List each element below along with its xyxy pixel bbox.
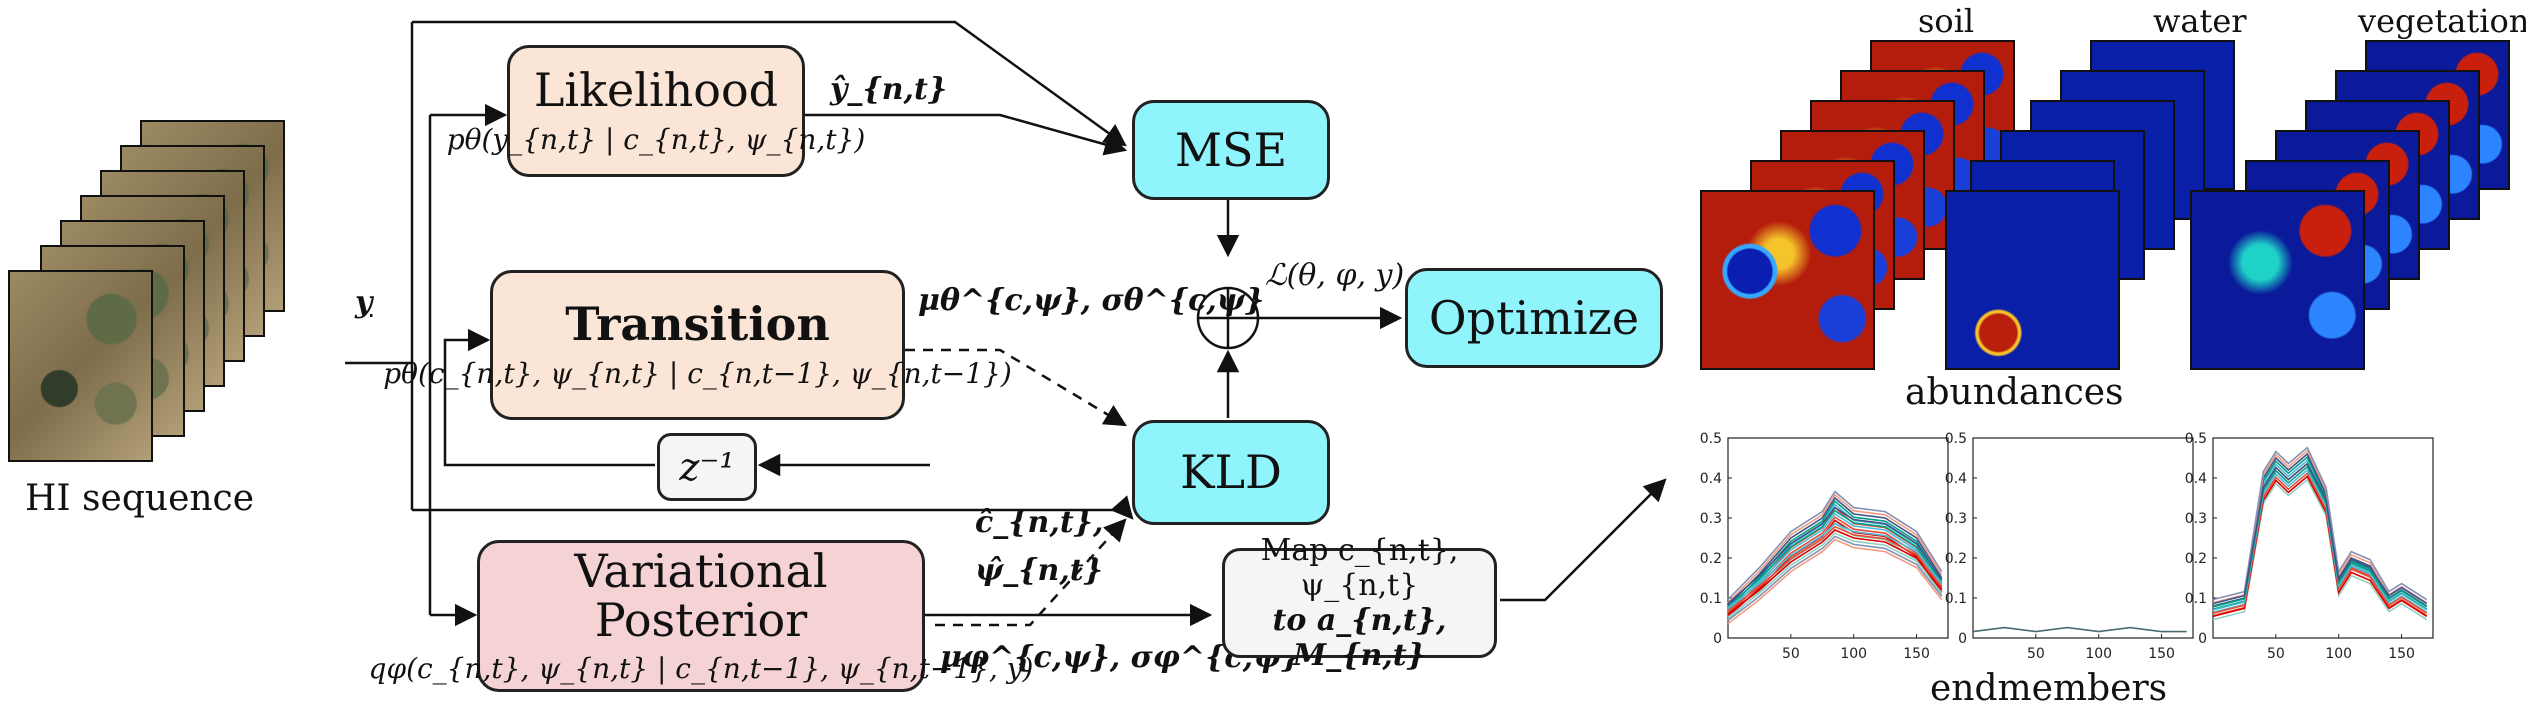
endmember-plot-water: 0 0.1 0.2 0.3 0.4 0.5 50 100 150	[1945, 431, 2194, 662]
spectrum-line	[1727, 512, 1943, 611]
spectrum-line	[1727, 509, 1943, 608]
spectrum-line	[1727, 490, 1943, 601]
transition-title: Transition	[565, 297, 830, 352]
abundance-frame	[2190, 190, 2365, 370]
posterior-equation: qφ(c_{n,t}, ψ_{n,t} | c_{n,t−1}, ψ_{n,t−…	[368, 651, 1034, 685]
y-tick-label: 0.4	[1945, 471, 1967, 487]
vegetation-label: vegetation	[2358, 2, 2526, 40]
mse-label: MSE	[1174, 122, 1288, 177]
delay-label: z⁻¹	[679, 445, 735, 489]
posterior-to-kld-dashed	[935, 518, 1127, 627]
abundance-frame	[1945, 190, 2120, 370]
hi-sequence-label: HI sequence	[25, 478, 255, 519]
y-hat-label: ŷ_{n,t}	[830, 72, 948, 107]
x-tick-label: 100	[2085, 646, 2112, 662]
abundances-label: abundances	[1905, 372, 2124, 413]
spectrum-line	[1727, 525, 1943, 612]
x-tick-label: 100	[1840, 646, 1867, 662]
water-label: water	[2153, 2, 2247, 40]
y-tick-label: 0.4	[2185, 471, 2207, 487]
spectrum-line	[2212, 462, 2428, 605]
y-tick-label: 0.5	[1945, 431, 1967, 447]
likelihood-title: Likelihood	[533, 63, 779, 118]
posterior-title: Variational Posterior	[574, 544, 828, 647]
posterior-box: Variational Posterior qφ(c_{n,t}, ψ_{n,t…	[369, 540, 1033, 692]
loss-label: ℒ(θ, φ, y)	[1265, 258, 1405, 293]
y-to-mse-wire	[412, 20, 1127, 147]
hi-frame	[8, 270, 153, 462]
transition-to-kld-dashed	[905, 348, 1127, 427]
x-tick-label: 100	[2325, 646, 2352, 662]
x-tick-label: 50	[1782, 646, 1800, 662]
y-input-label: y	[355, 285, 373, 320]
x-tick-label: 50	[2267, 646, 2285, 662]
spectrum-line	[1727, 532, 1943, 618]
optimize-label: Optimize	[1428, 290, 1640, 345]
sum-node-cross	[1198, 288, 1258, 348]
y-tick-label: 0.5	[2185, 431, 2207, 447]
delay-box: z⁻¹	[657, 433, 757, 501]
y-tick-label: 0.4	[1700, 471, 1722, 487]
spectrum-line	[2212, 446, 2428, 601]
map-box: Map c_{n,t}, ψ_{n,t} to a_{n,t}, M_{n,t}	[1222, 533, 1497, 673]
y-tick-label: 0	[2198, 631, 2207, 647]
kld-box: KLD	[1132, 420, 1330, 525]
transition-params-label: μθ^{c,ψ}, σθ^{c,ψ}	[918, 283, 1265, 318]
c-hat-label: ĉ_{n,t},	[975, 505, 1104, 540]
kld-label: KLD	[1180, 445, 1282, 500]
endmembers-label: endmembers	[1930, 668, 2168, 706]
likelihood-to-mse-wire	[805, 113, 1128, 156]
delay-to-transition-wire	[443, 328, 655, 467]
soil-label: soil	[1918, 2, 1975, 40]
spectrum-line	[1727, 493, 1943, 604]
plot-frame	[1972, 437, 2194, 639]
psi-hat-label: ψ̂_{n,t}	[975, 553, 1103, 588]
y-to-kld-bypass	[412, 495, 1134, 520]
y-tick-label: 0.1	[1945, 591, 1967, 607]
abundance-frame	[1700, 190, 1875, 370]
likelihood-equation: pθ(y_{n,t} | c_{n,t}, ψ_{n,t})	[446, 122, 866, 156]
y-tick-label: 0.3	[1700, 511, 1722, 527]
transition-equation: pθ(c_{n,t}, ψ_{n,t} | c_{n,t−1}, ψ_{n,t−…	[383, 356, 1012, 390]
spectrum-line	[1727, 506, 1943, 605]
likelihood-box: Likelihood pθ(y_{n,t} | c_{n,t}, ψ_{n,t}…	[447, 45, 865, 177]
y-tick-label: 0.1	[1700, 591, 1722, 607]
y-tick-label: 0	[1958, 631, 1967, 647]
x-tick-label: 150	[1903, 646, 1930, 662]
x-tick-label: 150	[2388, 646, 2415, 662]
y-tick-label: 0.1	[2185, 591, 2207, 607]
y-tick-label: 0	[1713, 631, 1722, 647]
spectrum-line	[1727, 538, 1943, 625]
x-tick-label: 50	[2027, 646, 2045, 662]
endmember-plot-soil: 0 0.1 0.2 0.3 0.4 0.5 50 100 150	[1700, 431, 1949, 662]
endmember-plot-vegetation: 0 0.1 0.2 0.3 0.4 0.5 50 100 150	[2185, 431, 2434, 662]
y-tick-label: 0.5	[1700, 431, 1722, 447]
map-line2: to a_{n,t}, M_{n,t}	[1272, 603, 1447, 673]
y-tick-label: 0.2	[1700, 551, 1722, 567]
transition-box: Transition pθ(c_{n,t}, ψ_{n,t} | c_{n,t−…	[383, 270, 1012, 420]
map-to-output-wire	[1500, 478, 1667, 602]
spectrum-line	[1727, 496, 1943, 607]
spectrum-line	[1727, 522, 1943, 609]
spectrum-line	[1972, 626, 2187, 633]
mse-box: MSE	[1132, 100, 1330, 200]
spectrum-line	[1727, 535, 1943, 622]
y-tick-label: 0.3	[1945, 511, 1967, 527]
plot-frame	[2212, 437, 2434, 639]
x-tick-label: 150	[2148, 646, 2175, 662]
spectrum-line	[1727, 529, 1943, 615]
y-tick-label: 0.2	[1945, 551, 1967, 567]
y-tick-label: 0.3	[2185, 511, 2207, 527]
y-tick-label: 0.2	[2185, 551, 2207, 567]
map-line1: Map c_{n,t}, ψ_{n,t}	[1260, 533, 1459, 603]
optimize-box: Optimize	[1405, 268, 1663, 368]
